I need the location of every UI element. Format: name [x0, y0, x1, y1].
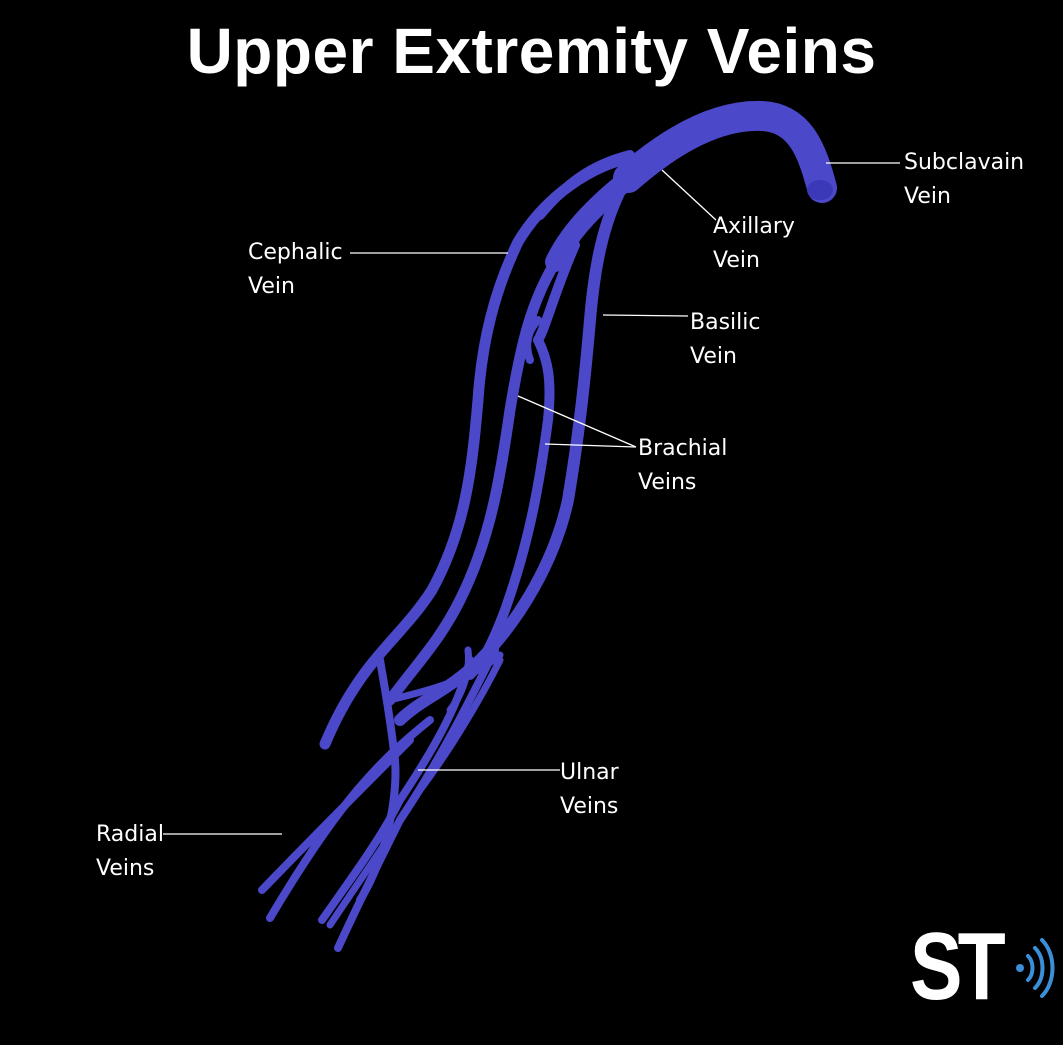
ulnar-vein-3 [326, 656, 504, 929]
label-line: Radial [96, 822, 164, 847]
radial-vein-2 [266, 716, 434, 922]
label-line: Cephalic [248, 240, 343, 265]
label-line: Ulnar [560, 760, 619, 785]
label-line: Veins [560, 794, 619, 819]
label-axillary-vein: Axillary Vein [713, 210, 795, 278]
subclavian-vein [613, 100, 837, 203]
label-line: Vein [690, 344, 737, 369]
cephalic-vein-upper [535, 150, 635, 220]
label-ulnar-veins: Ulnar Veins [560, 756, 619, 824]
subclavian-vein-end [807, 180, 833, 200]
label-line: Axillary [713, 214, 795, 239]
label-line: Brachial [638, 436, 728, 461]
logo-text: ST [910, 913, 1006, 1020]
brachial-leader-1 [517, 395, 637, 448]
label-line: Vein [713, 248, 760, 273]
label-radial-veins: Radial Veins [96, 818, 164, 886]
sound-wave-icon [1016, 938, 1055, 998]
brand-logo: ST [910, 913, 1060, 1020]
label-line: Basilic [690, 310, 761, 335]
axillary-leader [661, 169, 717, 221]
basilic-leader [602, 314, 689, 317]
forearm-connector-1 [356, 656, 400, 904]
brachial-connector [523, 316, 542, 364]
label-line: Vein [904, 184, 951, 209]
brachial-leader-2 [544, 443, 637, 448]
label-brachial-veins: Brachial Veins [638, 432, 727, 500]
label-cephalic-vein: Cephalic Vein [248, 236, 343, 304]
forearm-connector-3 [446, 646, 472, 714]
label-line: Veins [638, 470, 697, 495]
forearm-connector-2 [386, 651, 504, 704]
label-line: Veins [96, 856, 155, 881]
label-basilic-vein: Basilic Vein [690, 306, 760, 374]
label-subclavian-vein: Subclavain Vein [904, 146, 1024, 214]
label-line: Subclavain [904, 150, 1025, 175]
diagram-title: Upper Extremity Veins [186, 15, 877, 87]
brachial-vein-2 [465, 240, 580, 680]
label-line: Vein [248, 274, 295, 299]
